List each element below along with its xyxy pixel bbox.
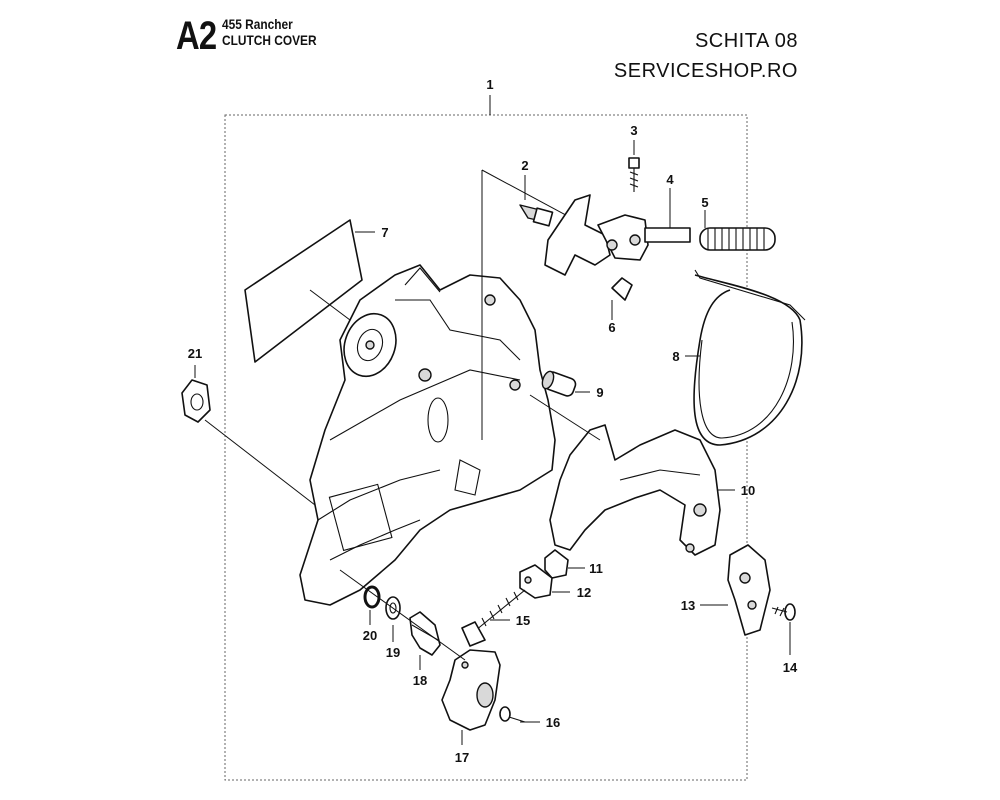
callout-13: 13 <box>681 598 695 613</box>
callout-18: 18 <box>413 673 427 688</box>
part-1-clutch-cover <box>299 264 556 606</box>
callout-16: 16 <box>546 715 560 730</box>
part-9-pin <box>541 370 577 397</box>
leader-17-body <box>339 569 466 661</box>
callout-17: 17 <box>455 750 469 765</box>
shop-name: SERVICESHOP.RO <box>613 60 798 82</box>
callout-12: 12 <box>577 585 591 600</box>
leader-10-body <box>529 394 601 441</box>
callout-9: 9 <box>596 385 603 400</box>
part-20-o-ring <box>363 585 381 609</box>
part-3-screw <box>628 157 640 192</box>
callout-3: 3 <box>630 123 637 138</box>
part-18-gear <box>409 611 441 656</box>
part-12 <box>519 564 553 599</box>
part-8-brake-band <box>693 269 806 446</box>
part-11 <box>544 549 569 579</box>
callout-21: 21 <box>188 346 202 361</box>
callout-19: 19 <box>386 645 400 660</box>
part-6-clip <box>611 277 633 301</box>
callout-1: 1 <box>486 77 493 92</box>
callout-4: 4 <box>666 172 674 187</box>
callout-6: 6 <box>608 320 615 335</box>
part-17-tensioner-cover <box>441 649 501 731</box>
model-name: 455 Rancher <box>222 16 293 32</box>
part-15-adjust-screw <box>461 589 526 647</box>
part-13 <box>727 544 771 636</box>
callout-10: 10 <box>741 483 755 498</box>
callout-11: 11 <box>589 561 603 576</box>
part-16-screw <box>499 706 526 723</box>
section-code: A2 <box>176 14 217 58</box>
callout-2: 2 <box>521 158 528 173</box>
part-14-screw <box>771 603 796 621</box>
part-4-brake-lever <box>544 194 691 276</box>
part-10-hand-guard <box>549 424 721 556</box>
part-21-nut <box>181 379 211 423</box>
callout-15: 15 <box>516 613 530 628</box>
callout-20: 20 <box>363 628 377 643</box>
leader-21-body <box>204 419 316 506</box>
callout-14: 14 <box>783 660 798 675</box>
callout-8: 8 <box>672 349 679 364</box>
sketch-label: SCHITA 08 <box>694 30 798 52</box>
part-2-pin <box>519 204 554 227</box>
part-5-spring <box>699 227 776 251</box>
assembly-frame <box>224 114 748 781</box>
callout-7: 7 <box>381 225 388 240</box>
callout-5: 5 <box>701 195 708 210</box>
assembly-name: CLUTCH COVER <box>222 32 317 48</box>
